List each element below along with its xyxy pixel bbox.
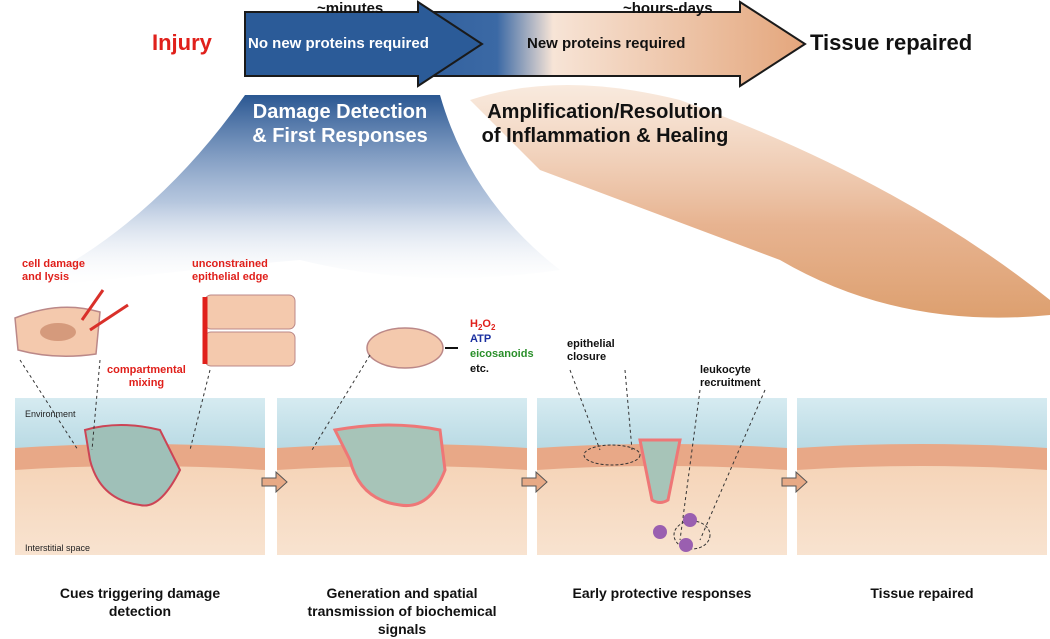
panel-arrow-3	[781, 470, 808, 494]
epithelial-closure-line1: epithelial	[567, 338, 615, 350]
late-phase-label: New proteins required	[527, 35, 686, 52]
caption-2-line2: transmission of biochemical	[307, 603, 497, 619]
early-phase-header-line1: Damage Detection	[252, 101, 428, 123]
caption-1-line2: detection	[108, 603, 172, 619]
cell-damage-label: cell damage and lysis	[22, 258, 85, 284]
etc-label: etc.	[470, 363, 489, 375]
late-phase-fan	[470, 85, 1050, 318]
epithelial-edge-illustration	[202, 294, 296, 367]
panel-arrow-1	[261, 470, 288, 494]
caption-4-line1: Tissue repaired	[870, 585, 974, 601]
early-phase-fan	[20, 95, 560, 290]
caption-2-line3: signals	[377, 621, 427, 637]
panel-1	[15, 398, 265, 555]
compartmental-mixing-line2: mixing	[128, 377, 165, 389]
atp-label: ATP	[470, 333, 492, 345]
leukocyte-recruitment-line2: recruitment	[700, 377, 761, 389]
caption-3: Early protective responses	[537, 584, 787, 602]
early-arrow	[244, 0, 484, 88]
h2o2-label: H2O2	[470, 318, 496, 333]
leukocyte-recruitment-label: leukocyte recruitment	[700, 364, 761, 390]
late-phase-header: Amplification/Resolution of Inflammation…	[460, 100, 750, 148]
epithelial-edge-label: unconstrained epithelial edge	[192, 258, 268, 284]
panel-arrow-2	[521, 470, 548, 494]
injury-label: Injury	[152, 30, 212, 55]
late-phase-header-line2: of Inflammation & Healing	[481, 125, 729, 147]
early-phase-header: Damage Detection & First Responses	[240, 100, 440, 148]
late-time-label: ~hours-days	[623, 0, 713, 17]
epithelial-closure-label: epithelial closure	[567, 338, 615, 364]
caption-1-line1: Cues triggering damage	[59, 585, 221, 601]
leukocyte-cells	[653, 513, 697, 552]
early-time-label: ~minutes	[317, 0, 384, 17]
lysed-cell-illustration	[14, 289, 129, 357]
tissue-repaired-label: Tissue repaired	[810, 30, 973, 55]
cell-damage-line2: and lysis	[22, 271, 70, 283]
epithelial-edge-line1: unconstrained	[192, 258, 268, 270]
compartmental-mixing-label: compartmental mixing	[107, 364, 186, 390]
eicosanoids-label: eicosanoids	[470, 348, 534, 360]
panel-4	[797, 398, 1047, 555]
cell-damage-line1: cell damage	[22, 258, 85, 270]
caption-4: Tissue repaired	[797, 584, 1047, 602]
caption-3-line1: Early protective responses	[572, 585, 752, 601]
interstitial-label: Interstitial space	[25, 543, 91, 553]
leukocyte-recruitment-line1: leukocyte	[700, 364, 751, 376]
early-phase-header-line2: & First Responses	[252, 125, 428, 147]
environment-label: Environment	[25, 409, 76, 419]
caption-2: Generation and spatial transmission of b…	[277, 584, 527, 638]
early-phase-label: No new proteins required	[248, 35, 429, 52]
compartmental-mixing-line1: compartmental	[107, 364, 186, 376]
epithelial-closure-line2: closure	[567, 351, 607, 363]
panel-2	[277, 398, 527, 555]
epithelial-edge-line2: epithelial edge	[192, 271, 269, 283]
caption-2-line1: Generation and spatial	[326, 585, 478, 601]
signaling-cell-illustration	[366, 327, 458, 369]
late-phase-header-line1: Amplification/Resolution	[487, 101, 723, 123]
caption-1: Cues triggering damage detection	[20, 584, 260, 620]
